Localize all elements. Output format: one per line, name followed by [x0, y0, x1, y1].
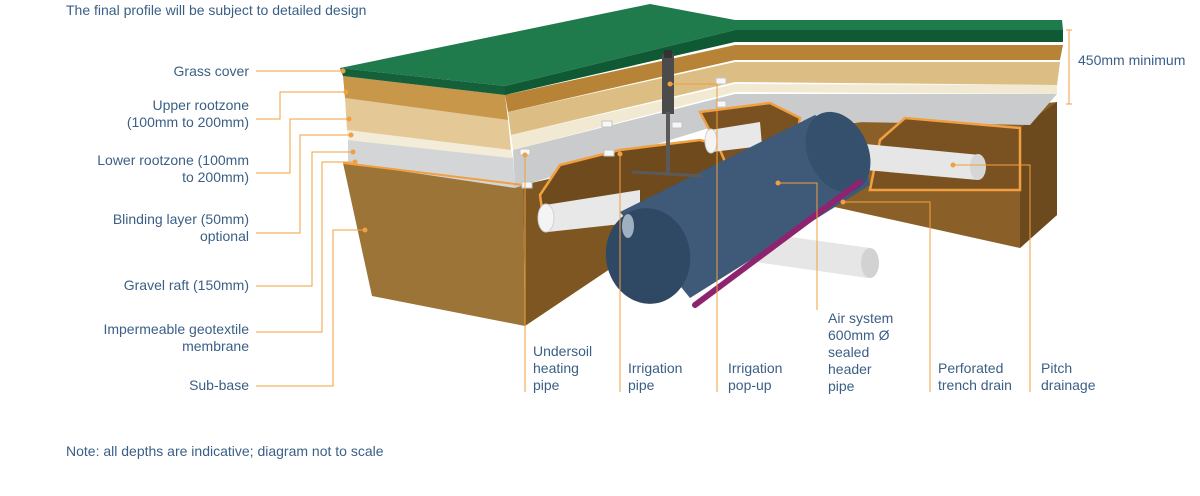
label-sub-base: Sub-base [189, 377, 249, 393]
lower-rootzone-right-face [508, 62, 1060, 135]
label-irrigation-pipe: Irrigation pipe [628, 360, 683, 393]
label-geotextile-membrane: Impermeable geotextile membrane [103, 321, 249, 354]
left-leader-lines [256, 70, 365, 387]
gravel-left-face [348, 140, 515, 188]
bottom-leader-lines [524, 83, 1031, 392]
blinding-left-face [347, 130, 513, 158]
blinding-right-face [511, 84, 1057, 150]
lower-rootzone-left-face [345, 98, 511, 150]
depth-bracket [1066, 29, 1072, 105]
header-pipe [605, 111, 871, 304]
label-grass-cover: Grass cover [173, 63, 249, 79]
footer-note: Note: all depths are indicative; diagram… [66, 443, 384, 459]
grass-top [340, 4, 1063, 86]
grass-edge [340, 68, 505, 95]
depth-label: 450mm minimum [1078, 52, 1186, 68]
air-system-rod [692, 179, 863, 308]
label-air-system-header-pipe: Air system 600mm Ø sealed header pipe [828, 310, 894, 394]
label-gravel-raft: Gravel raft (150mm) [123, 277, 249, 293]
label-upper-rootzone: Upper rootzone (100mm to 200mm) [126, 97, 249, 130]
label-lower-rootzone: Lower rootzone (100mm to 200mm) [97, 152, 249, 185]
label-irrigation-popup: Irrigation pop-up [728, 360, 783, 393]
left-leader-dots [340, 68, 368, 233]
label-pitch-drainage: Pitch drainage [1041, 360, 1096, 393]
label-undersoil-heating-pipe: Undersoil heating pipe [533, 343, 593, 393]
pitch-block [340, 4, 1063, 326]
gravel-right-face [513, 94, 1057, 188]
subbase-front-face [343, 163, 525, 326]
undersoil-heating-pipe [537, 122, 762, 233]
header-note: The final profile will be subject to det… [66, 2, 367, 18]
upper-rootzone-right-face [505, 45, 1063, 112]
label-blinding-layer: Blinding layer (50mm) optional [112, 211, 249, 244]
pipe-stubs [519, 77, 727, 189]
label-perforated-trench-drain: Perforated trench drain [938, 360, 1012, 393]
upper-rootzone-left-face [343, 76, 508, 120]
bottom-leader-dots [522, 81, 956, 205]
